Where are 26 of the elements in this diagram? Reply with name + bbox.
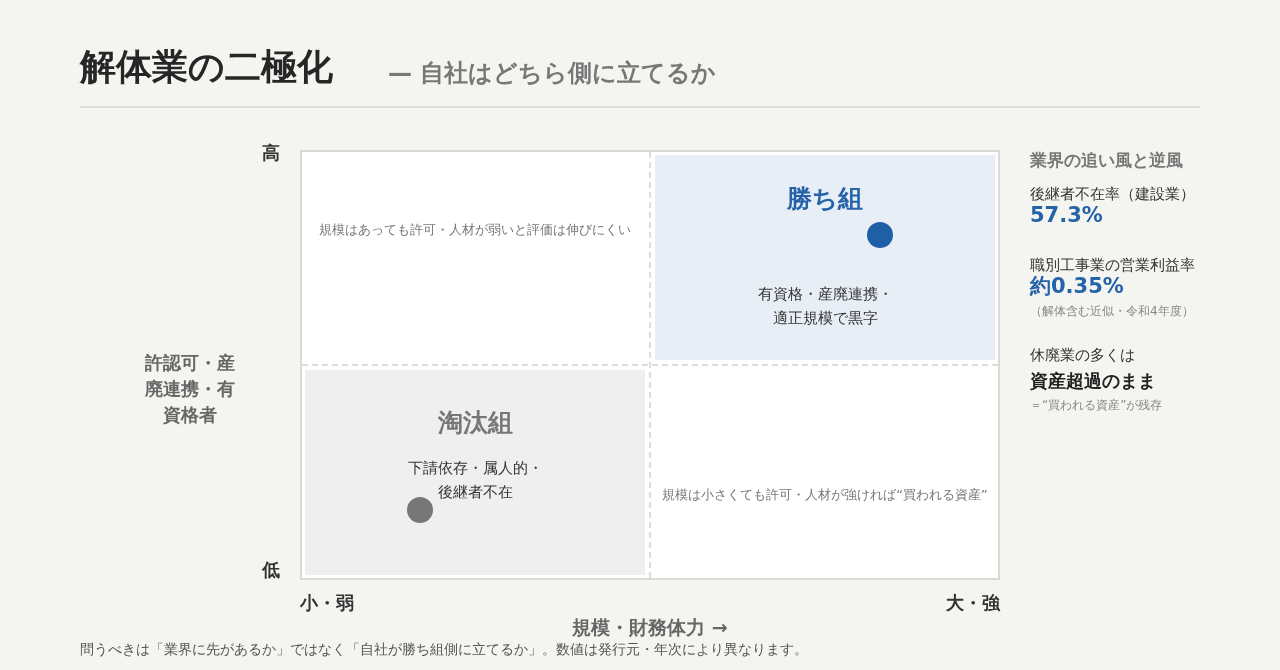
stat-label: 職別工事業の営業利益率 (1030, 256, 1195, 276)
stat-value: 57.3% (1030, 202, 1103, 229)
quadrant-description: 下請依存・属人的・後継者不在 (406, 458, 544, 503)
stat-emphasis: 資産超過のまま (1030, 369, 1156, 393)
panel-heading: 業界の追い風と逆風 (1030, 149, 1183, 172)
page-title: 解体業の二極化 (80, 45, 333, 89)
footnote: 問うべきは「業界に先があるか」ではなく「自社が勝ち組側に立てるか」。数値は発行元・年次により異なります。 (80, 640, 808, 659)
stat-value: 約0.35% (1030, 273, 1124, 300)
quadrant-title: 勝ち組 (787, 183, 863, 215)
quadrant-panel (655, 155, 995, 360)
axis-title: 規模・財務体力 → (572, 615, 728, 640)
axis-tick-label: 高 (262, 141, 280, 165)
stat-note: （解体含む近似・令和4年度） (1030, 304, 1194, 320)
axis-tick-label: 低 (262, 558, 280, 582)
quadrant-panel (305, 370, 645, 575)
stat-note: ＝“買われる資産”が残存 (1030, 398, 1163, 414)
quadrant-description: 有資格・産廃連携・適正規模で黒字 (756, 284, 894, 329)
stat-label: 休廃業の多くは (1030, 346, 1135, 366)
quadrant-note: 規模は小さくても許可・人材が強ければ“買われる資産” (662, 486, 988, 504)
quadrant-title: 淘汰組 (437, 407, 513, 439)
quadrant-note: 規模はあっても許可・人材が弱いと評価は伸びにくい (319, 221, 631, 239)
stat-label: 後継者不在率（建設業） (1030, 185, 1195, 205)
axis-tick-label: 大・強 (946, 591, 1000, 615)
subtitle: — 自社はどちら側に立てるか (388, 58, 717, 89)
axis-title: 許認可・産廃連携・有資格者 (144, 351, 236, 427)
axis-tick-label: 小・弱 (300, 591, 354, 615)
